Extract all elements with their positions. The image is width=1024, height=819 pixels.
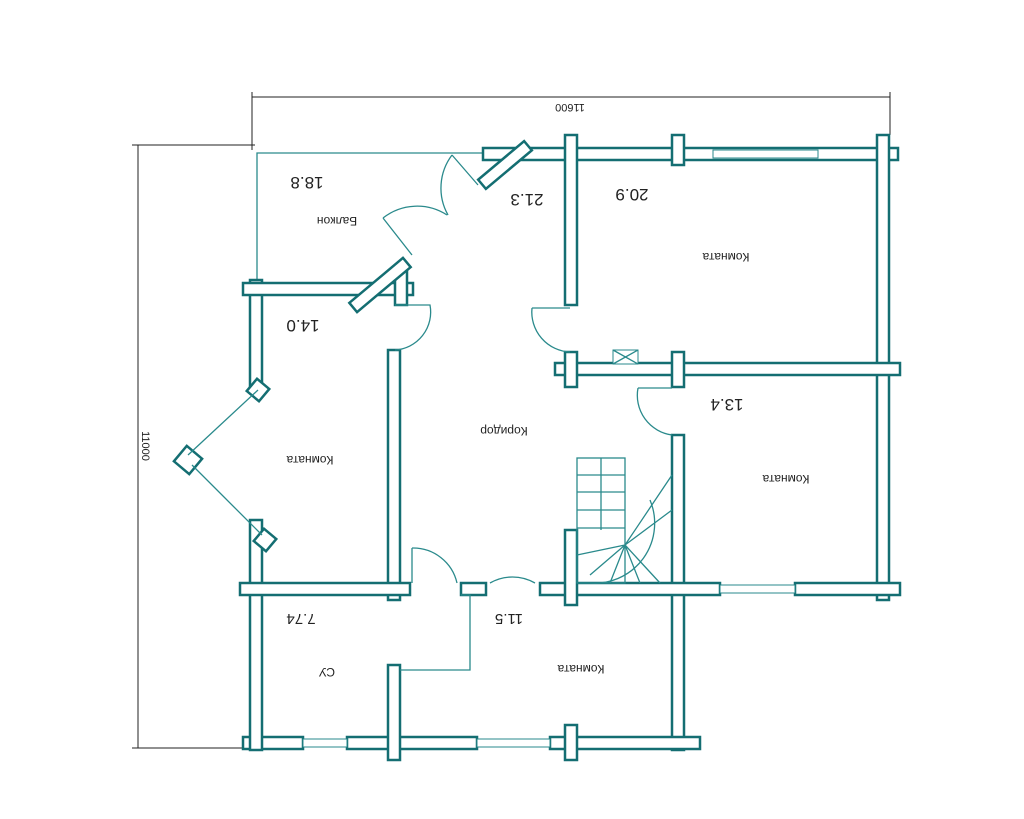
room-name: Балкон (317, 214, 357, 228)
doors (382, 154, 673, 671)
room-name: Комната (557, 662, 604, 676)
width-dimension: 11600 (555, 101, 585, 113)
room-area: 21.3 (510, 190, 543, 209)
labels: 11600 11000 18.8 Балкон 21.3 20.9 Комнат… (139, 101, 810, 679)
room-area: 14.0 (286, 316, 319, 335)
room-name: СУ (319, 665, 335, 679)
room-area: 18.8 (290, 173, 323, 192)
diagonal-walls (172, 139, 534, 554)
windows (187, 149, 819, 748)
room-area: 20.9 (615, 185, 648, 204)
staircase (576, 457, 673, 584)
room-area: 13.4 (710, 395, 743, 414)
dimension-lines (132, 92, 891, 749)
room-area: 11.5 (495, 610, 523, 627)
walls (238, 133, 902, 762)
room-name: Коридор (480, 424, 528, 438)
room-area: 7.74 (286, 610, 315, 627)
room-name: Комната (702, 250, 749, 264)
height-dimension: 11000 (139, 431, 151, 461)
room-name: Комната (762, 472, 809, 486)
balcony-outline (256, 152, 485, 283)
room-name: Комната (286, 453, 333, 467)
